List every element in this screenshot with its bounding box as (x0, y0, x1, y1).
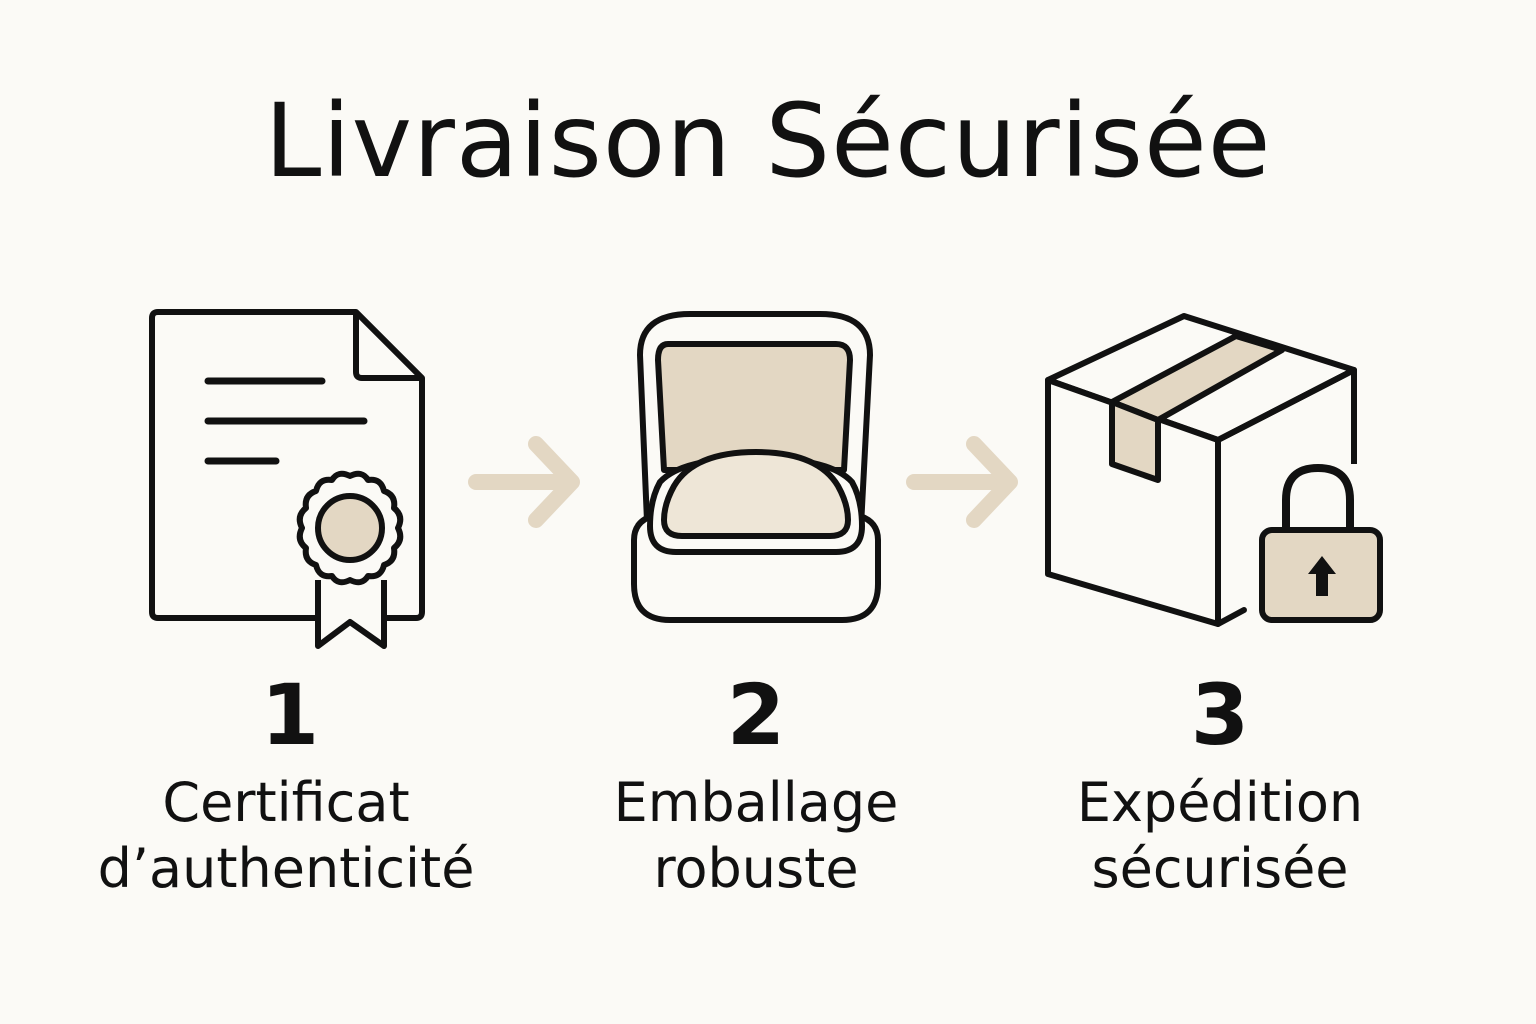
step-label: Emballage robuste (546, 770, 966, 902)
arrow-right-icon (468, 436, 580, 528)
step-label-line: sécurisée (1091, 837, 1349, 900)
open-jewelry-box-icon (631, 311, 881, 623)
arrow-right-icon (906, 436, 1018, 528)
step-label-line: Certificat (162, 771, 410, 834)
locked-parcel-icon (1045, 313, 1383, 627)
page-title: Livraison Sécurisée (264, 82, 1272, 201)
step-label-line: robuste (653, 837, 859, 900)
step-label: Certificat d’authenticité (76, 770, 496, 902)
step-number: 3 (1190, 666, 1250, 764)
step-label-line: Expédition (1076, 771, 1364, 834)
step-label: Expédition sécurisée (1010, 770, 1430, 902)
step-label-line: Emballage (613, 771, 899, 834)
step-label-line: d’authenticité (97, 837, 475, 900)
certificate-document-icon (149, 309, 425, 649)
step-number: 2 (726, 666, 786, 764)
step-number: 1 (260, 666, 320, 764)
